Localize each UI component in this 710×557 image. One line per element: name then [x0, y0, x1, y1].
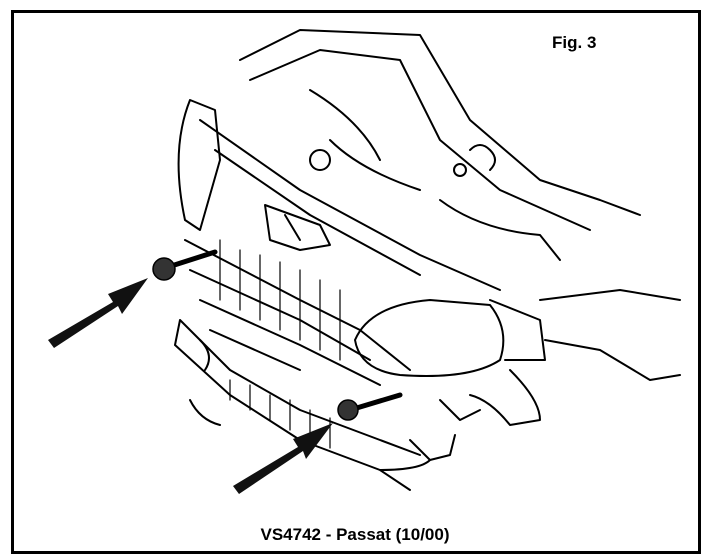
hood-inner — [249, 49, 591, 231]
tool-pin-icon — [337, 399, 359, 421]
hood-outline — [239, 29, 641, 216]
engine-bay — [309, 89, 561, 261]
figure-caption: VS4742 - Passat (10/00) — [260, 525, 450, 544]
hood-latch — [264, 204, 331, 251]
grille-bars — [219, 239, 341, 361]
right-headlamp — [354, 299, 505, 377]
left-headlamp — [177, 99, 221, 231]
arrow-icon — [48, 278, 148, 348]
upper-crossmember — [199, 119, 501, 291]
tool-pin-icon — [152, 257, 176, 281]
radiator-support — [184, 239, 411, 386]
figure-label: Fig. 3 — [552, 33, 597, 52]
lower-grille — [229, 379, 331, 449]
arrow-icon — [233, 423, 333, 494]
figure-frame — [11, 10, 701, 554]
fender — [539, 289, 681, 381]
